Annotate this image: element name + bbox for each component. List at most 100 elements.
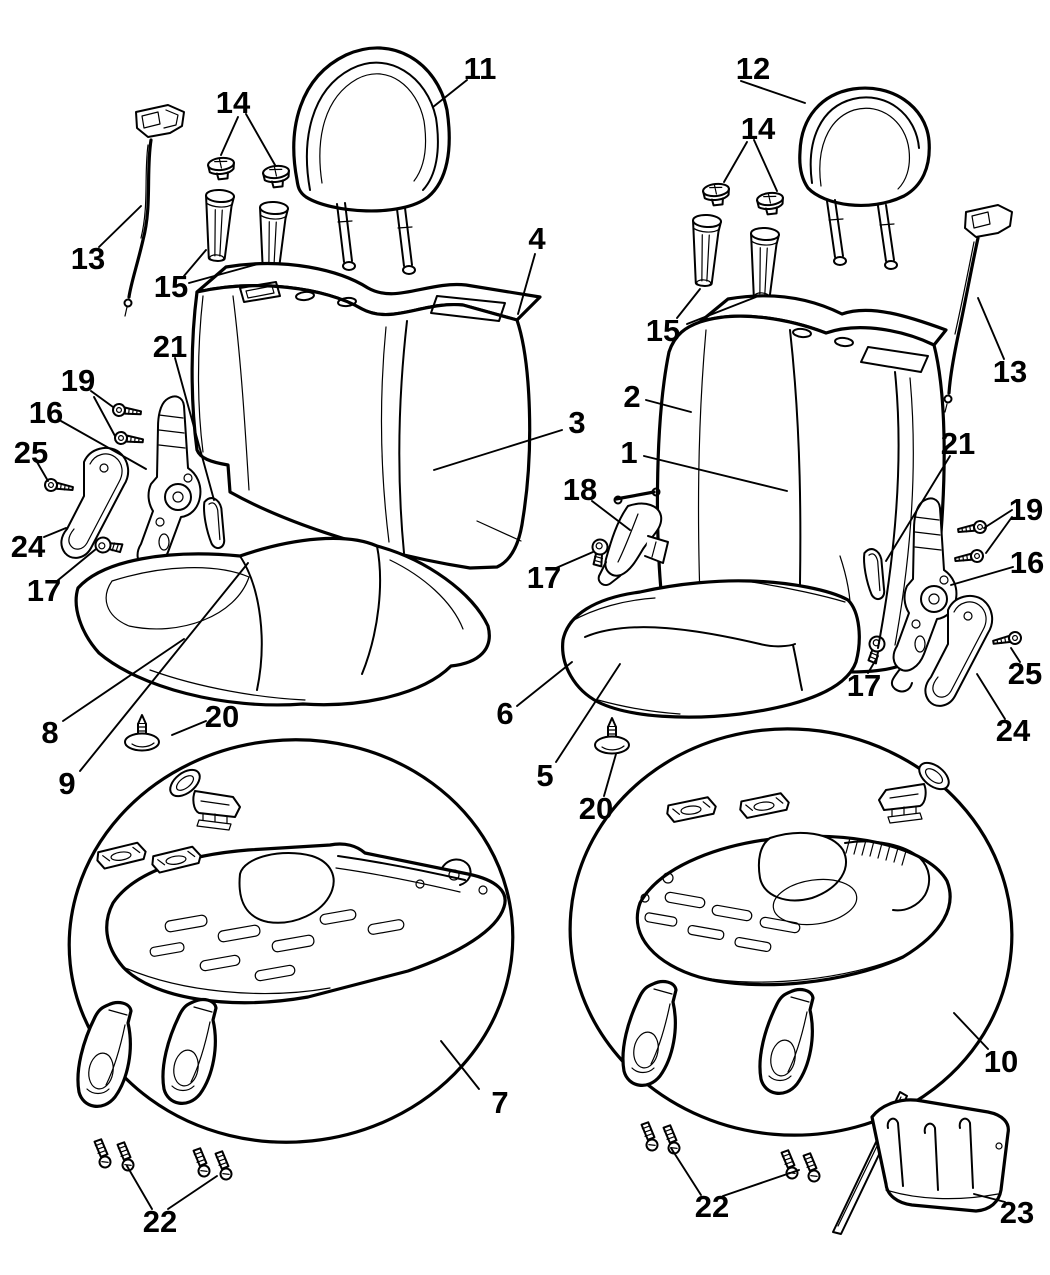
callout-release-cable-right: 13 [993,354,1027,389]
seat-pan-right [635,831,952,987]
left-seat-assembly [43,46,542,1182]
line-art [746,226,781,301]
line-art [954,241,975,335]
line-art [190,284,532,570]
line-art [798,86,931,207]
seatback-left [190,261,542,570]
line-art [828,218,895,226]
callout-recliner-left: 16 [29,395,63,430]
riser-legs-left [76,997,218,1108]
line-art [664,891,706,909]
headrest-post [336,202,416,275]
line-art [140,144,149,239]
callout-headrest-right: 12 [736,51,770,86]
callout-screws-19-left: 19 [61,363,95,398]
line-art [440,1040,480,1090]
line-art [398,320,408,554]
line-art [723,141,748,183]
line-art [199,954,241,972]
handle-bezel-left [60,446,130,559]
line-art [164,763,241,831]
line-art [337,296,357,308]
line-art [93,1137,113,1170]
line-art [977,297,1005,360]
guide-knobs-left [206,155,292,190]
line-art [603,753,617,797]
line-art [740,80,806,104]
line-art [74,536,491,707]
line-art [643,455,788,492]
screws-22-right [640,1120,822,1184]
callout-seatback-cover-left: 4 [528,221,546,256]
line-art [516,661,573,707]
line-art [402,265,416,275]
line-art [432,79,468,108]
screw-17-left [93,535,125,557]
line-art [833,256,847,266]
line-art [569,597,656,623]
cushion-right [561,579,861,719]
line-art [635,834,952,987]
line-art [220,116,239,156]
line-art [217,924,261,943]
guide-sleeves-right [688,213,781,301]
line-art [305,61,439,191]
callout-latch-right: 18 [563,472,597,507]
callout-seatback-cover-right: 2 [623,379,640,414]
line-art [105,842,507,1005]
line-art [759,916,801,934]
line-art [430,295,506,322]
line-art [389,559,464,630]
line-art [171,720,207,736]
line-art [594,717,630,755]
line-art [206,155,237,182]
callout-handle-right: 24 [996,713,1031,748]
seat-pan-left [105,842,507,1005]
line-art [651,541,657,558]
line-art [380,326,390,543]
screws-22-left [93,1137,234,1182]
line-art [122,966,331,995]
line-art [995,1142,1003,1150]
line-art [621,979,678,1087]
line-art [167,1175,218,1210]
line-art [976,673,1006,720]
line-art [985,516,1013,554]
line-art [396,207,413,267]
line-art [98,205,142,248]
line-art [261,163,292,190]
line-art [950,566,1014,586]
line-art [164,914,208,933]
screws-19-right [953,519,988,567]
callout-seatback-left: 3 [568,405,585,440]
line-art [239,555,263,691]
line-art [651,487,661,497]
line-art [232,295,250,491]
line-art [886,1117,974,1191]
line-art [973,1193,1006,1203]
line-art [161,997,218,1105]
line-art [734,936,772,953]
callout-bezel-trim-left: 21 [153,329,187,364]
cushion-left [74,536,491,707]
line-art [555,551,594,569]
line-art [478,885,488,895]
line-art [640,1120,660,1153]
line-art [867,655,879,674]
line-art [367,919,405,935]
line-art [198,495,232,551]
line-art [584,626,796,648]
line-art [123,298,133,308]
line-art [183,249,207,277]
callout-handle-left: 24 [11,529,46,564]
line-art [645,399,692,413]
line-art [90,390,114,408]
line-art [319,73,427,184]
callout-cushion-cover-left: 8 [41,715,58,750]
line-art [188,263,259,284]
riser-legs-right [621,979,815,1095]
line-art [174,357,215,501]
callout-guide-knobs-right: 14 [741,111,776,146]
line-art [192,1146,212,1179]
line-art [758,987,815,1095]
